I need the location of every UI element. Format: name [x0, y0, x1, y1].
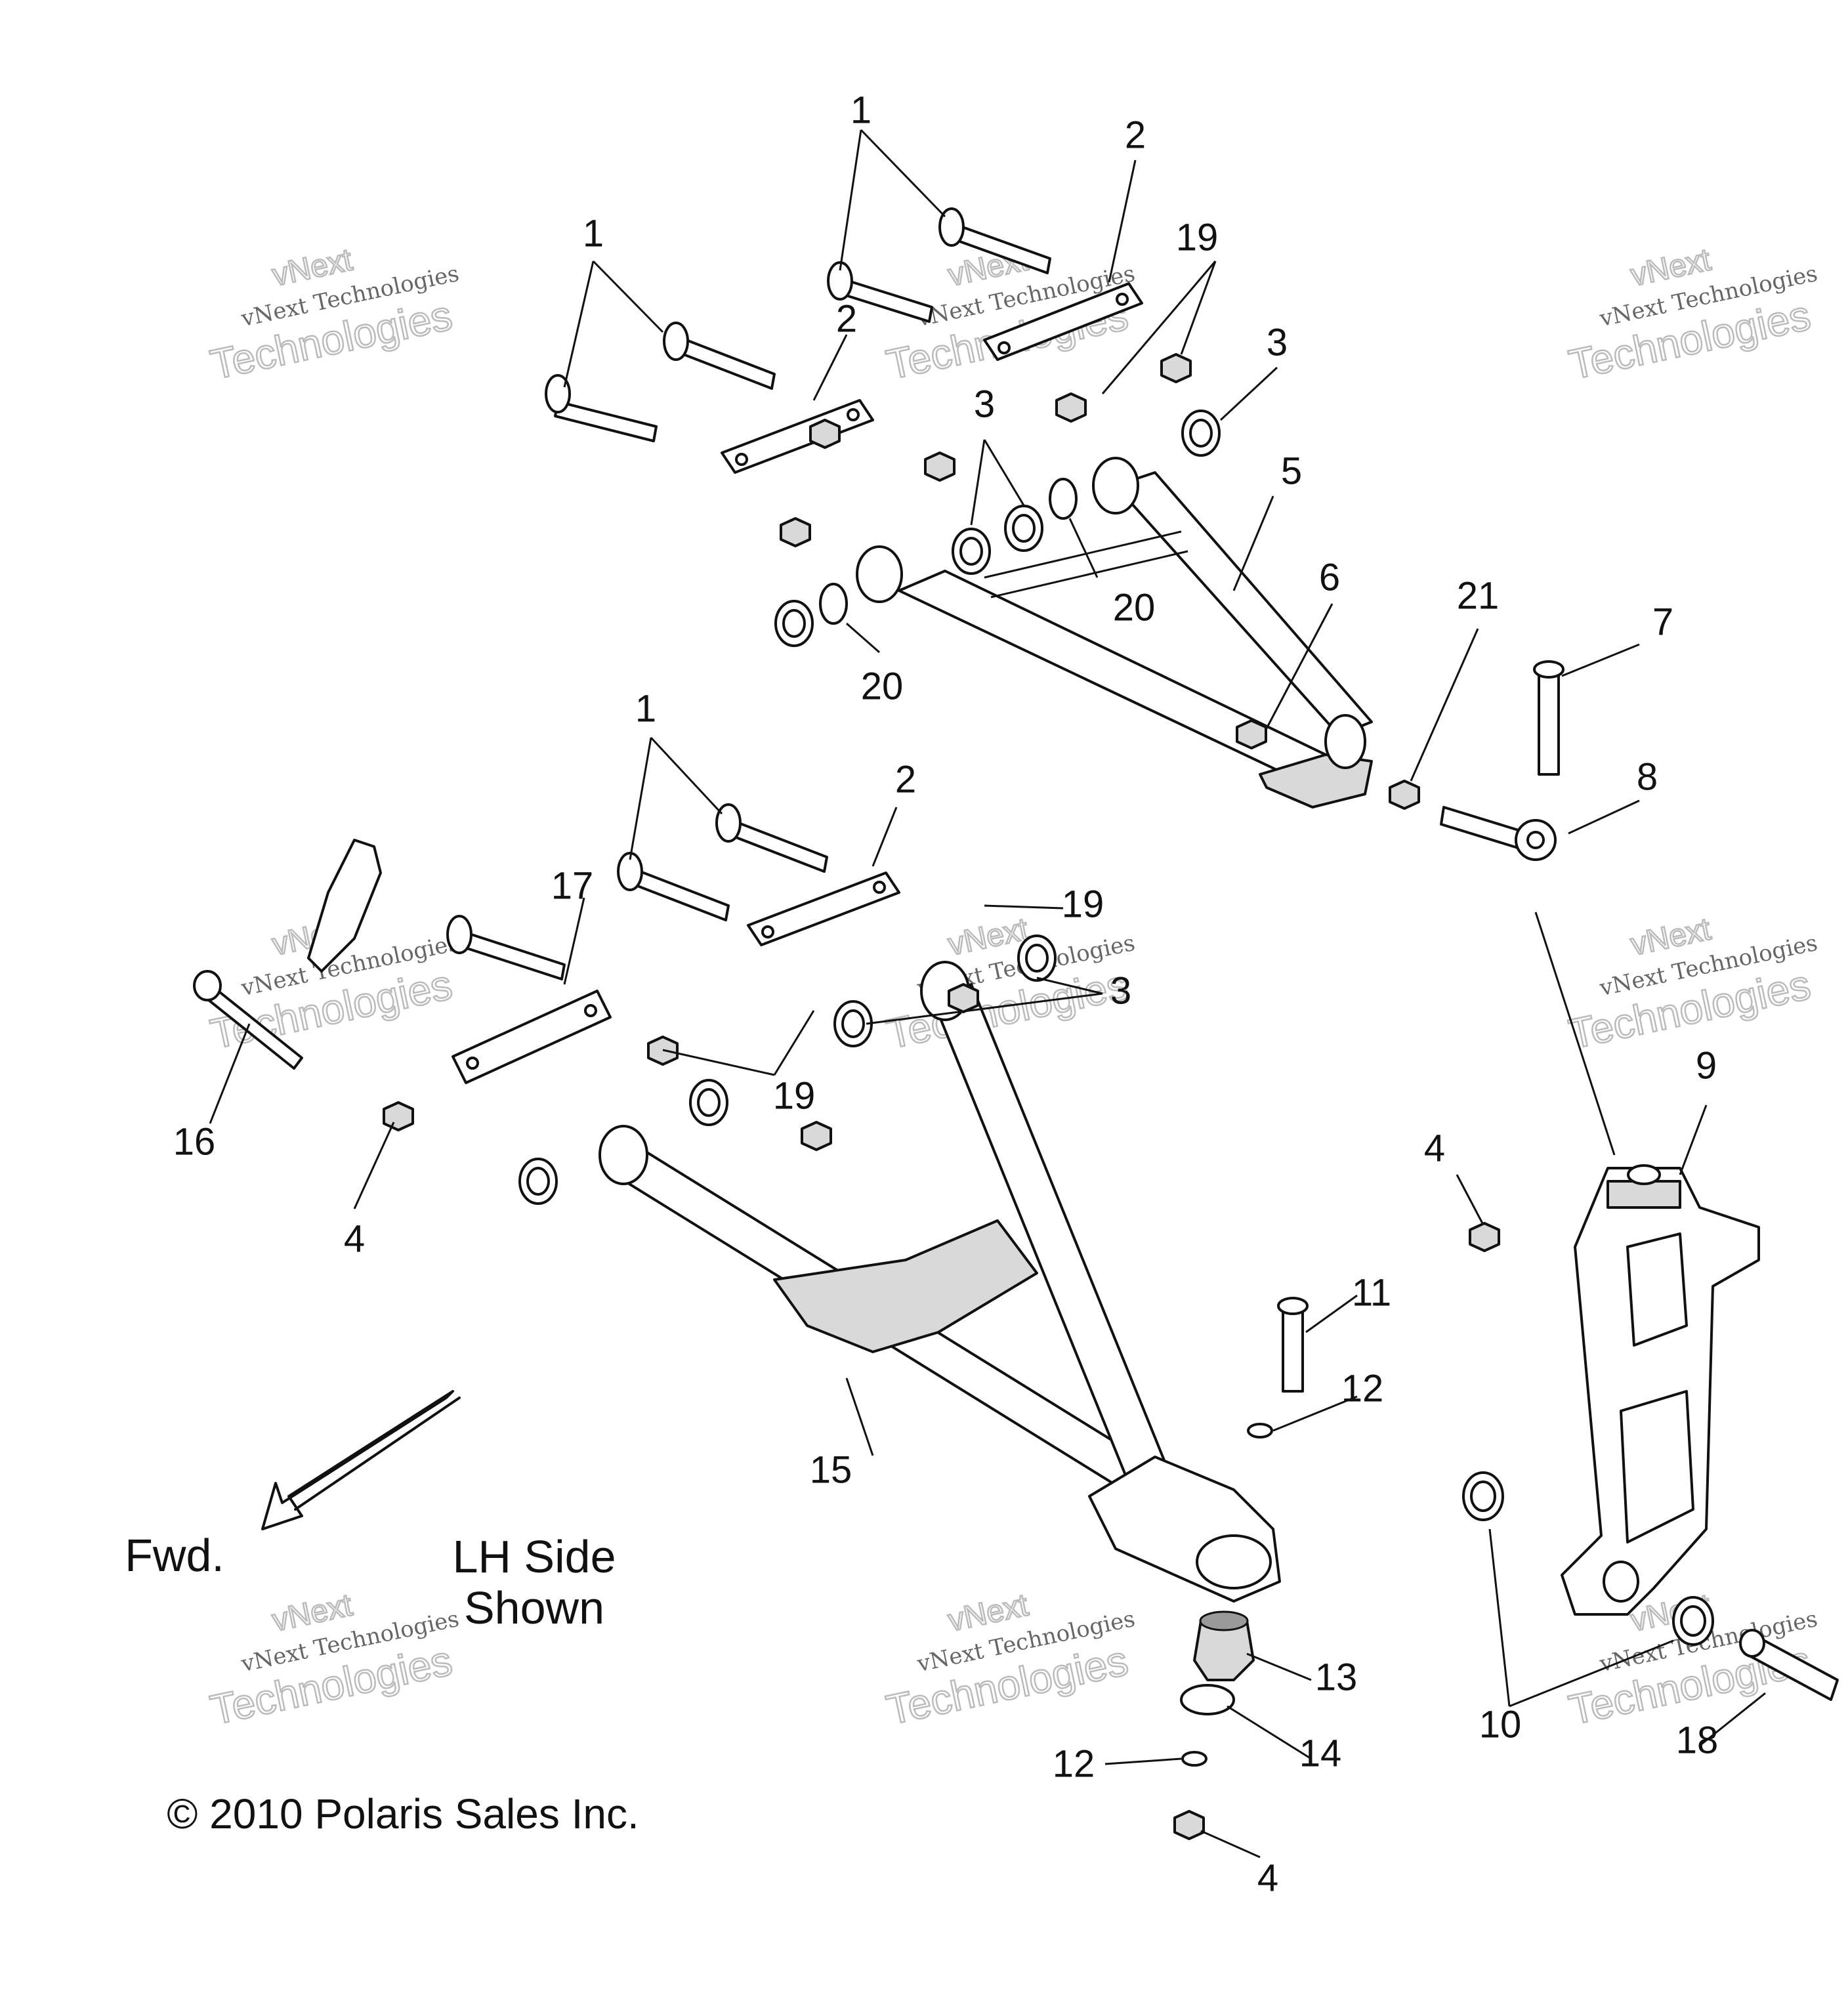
callout-20: 20 [861, 665, 904, 707]
side-label-line2: Shown [464, 1582, 604, 1633]
shock-fragment [307, 839, 382, 973]
nut [1055, 392, 1087, 423]
nut [1389, 780, 1420, 810]
side-label-line1: LH Side [452, 1531, 616, 1582]
spindle [1561, 1164, 1760, 1616]
callout-1: 1 [635, 687, 656, 730]
pin [1739, 1629, 1839, 1701]
bushing [1004, 505, 1043, 552]
callout-19: 19 [1176, 216, 1219, 259]
callout-1: 1 [850, 89, 872, 131]
callout-2: 2 [895, 758, 916, 801]
washer [819, 583, 848, 625]
callout-3: 3 [1110, 969, 1131, 1012]
callout-7: 7 [1652, 600, 1673, 643]
bushing [774, 600, 814, 647]
watermark: vNext vNext Technologies Technologies [1564, 911, 1820, 1059]
callout-1: 1 [583, 212, 604, 255]
tie-rod-end [1440, 806, 1557, 861]
bushing [518, 1158, 558, 1205]
fwd-arrow [261, 1390, 461, 1530]
callout-9: 9 [1696, 1044, 1717, 1087]
callout-19: 19 [773, 1074, 816, 1117]
bolt [1277, 1297, 1309, 1393]
bolt [193, 970, 303, 1070]
callout-4: 4 [344, 1217, 365, 1260]
nut [948, 983, 979, 1013]
nut [1469, 1222, 1500, 1252]
bolt [827, 261, 933, 323]
copyright-text: © 2010 Polaris Sales Inc. [167, 1790, 639, 1838]
plate [452, 990, 612, 1084]
bolt [1533, 660, 1564, 776]
washer [1247, 1423, 1273, 1438]
nut [1236, 719, 1267, 749]
leader-lines [209, 129, 1766, 1858]
bushing [952, 528, 991, 575]
callout-8: 8 [1637, 755, 1658, 798]
bushing [1017, 934, 1057, 982]
fwd-label: Fwd. [125, 1530, 224, 1581]
nut [801, 1121, 832, 1151]
callout-16: 16 [173, 1120, 216, 1163]
plate [721, 399, 874, 474]
bolt [663, 322, 776, 390]
ball-joint [1193, 1610, 1255, 1681]
callouts: 1 1 2 19 3 1 2 3 5 20 20 6 21 7 8 1 2 17… [173, 89, 1719, 1899]
bolt [715, 803, 828, 873]
washer [1049, 478, 1078, 520]
nut [809, 419, 841, 449]
callout-10: 10 [1479, 1703, 1522, 1746]
callout-18: 18 [1676, 1719, 1719, 1761]
bushing [1462, 1471, 1504, 1521]
watermark: vNext vNext Technologies Technologies [205, 242, 461, 389]
lower-a-arm [598, 961, 1281, 1603]
callout-2: 2 [1125, 114, 1146, 156]
plate [747, 872, 900, 946]
callout-2: 2 [836, 297, 857, 340]
clip [1180, 1684, 1235, 1715]
callout-3: 3 [1267, 321, 1288, 364]
callout-19: 19 [1062, 883, 1104, 925]
nut [924, 452, 956, 482]
nut [1160, 353, 1192, 383]
callout-11: 11 [1352, 1271, 1391, 1314]
callout-5: 5 [1281, 450, 1302, 492]
callout-12: 12 [1053, 1742, 1095, 1785]
bolt [617, 852, 730, 921]
bushing [1181, 410, 1221, 457]
bolt [938, 207, 1051, 274]
callout-14: 14 [1299, 1732, 1342, 1774]
bolt [446, 915, 566, 980]
watermarks: vNext vNext Technologies Technologies vN… [205, 242, 1820, 1734]
callout-12: 12 [1341, 1367, 1384, 1410]
bushing [833, 1000, 873, 1047]
plate [983, 282, 1143, 361]
callout-4: 4 [1257, 1857, 1278, 1899]
upper-a-arm [856, 457, 1373, 808]
watermark: vNext vNext Technologies Technologies [881, 1587, 1137, 1734]
callout-3: 3 [974, 383, 995, 425]
washer [1181, 1751, 1208, 1767]
callout-4: 4 [1424, 1127, 1445, 1169]
callout-17: 17 [551, 864, 594, 907]
watermark: vNext vNext Technologies Technologies [205, 1587, 461, 1734]
bolt [545, 374, 658, 442]
callout-20: 20 [1113, 586, 1156, 629]
callout-13: 13 [1315, 1656, 1358, 1698]
bushing [1672, 1596, 1714, 1646]
callout-6: 6 [1319, 556, 1340, 598]
nut [1173, 1810, 1205, 1840]
watermark: vNext vNext Technologies Technologies [881, 911, 1137, 1059]
callout-15: 15 [810, 1448, 852, 1491]
nut [780, 517, 811, 547]
callout-21: 21 [1457, 574, 1500, 617]
bushing [689, 1079, 728, 1126]
nut [383, 1101, 414, 1131]
watermark: vNext vNext Technologies Technologies [1564, 242, 1820, 389]
